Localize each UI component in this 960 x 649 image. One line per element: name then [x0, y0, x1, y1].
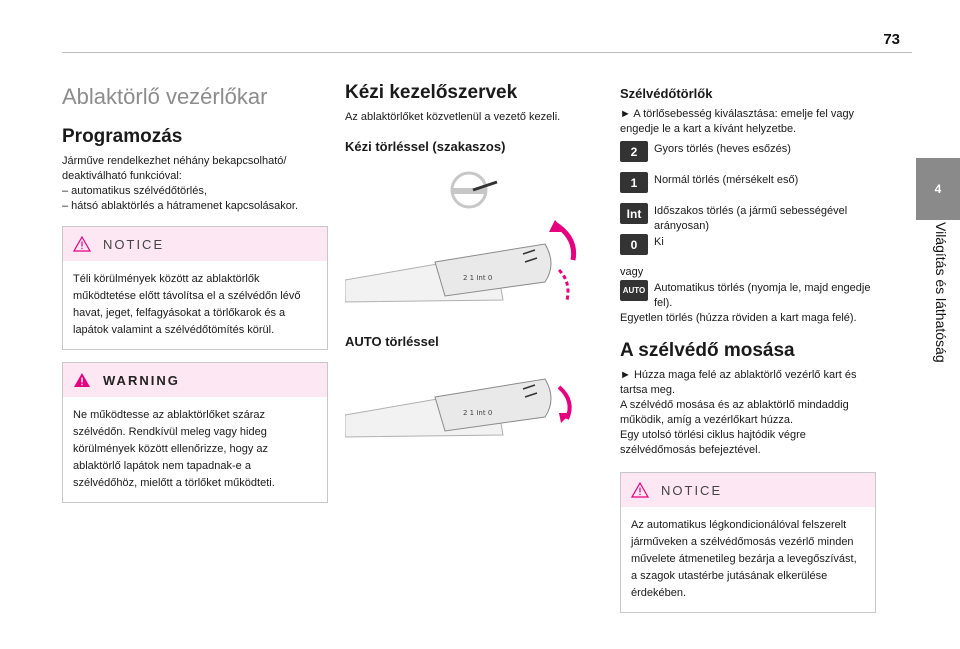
speed-1-text: Normál törlés (mérsékelt eső)	[654, 174, 799, 186]
column-2: Kézi kezelőszervek Az ablaktörlőket közv…	[345, 78, 585, 465]
wiper-stalk-illustration-manual: 2 1 Int 0	[345, 220, 577, 303]
notice-warning-triangle-icon	[73, 236, 91, 252]
speed-intro: ► A törlősebesség kiválasztása: emelje f…	[620, 108, 855, 135]
top-rule	[62, 52, 912, 53]
column-3: Szélvédőtörlők ► A törlősebesség kiválas…	[620, 78, 876, 613]
chapter-number: 4	[934, 182, 942, 196]
steering-wheel-icon	[450, 171, 498, 209]
auto-text: Automatikus törlés (nyomja le, majd enge…	[654, 282, 871, 309]
auto-option: AUTO Automatikus törlés (nyomja le, majd…	[620, 280, 876, 311]
auto-wipe-icon: AUTO	[620, 280, 648, 301]
washing-heading: A szélvédő mosása	[620, 340, 795, 361]
warning-label: WARNING	[103, 372, 180, 388]
chapter-label-text: Világítás és láthatóság	[933, 222, 949, 363]
page-title: Ablaktörlő vezérlőkar	[62, 84, 268, 109]
list-item: – hátsó ablaktörlés a hátramenet kapcsol…	[62, 200, 299, 212]
manual-controls-intro: Az ablaktörlőket közvetlenül a vezető ke…	[345, 111, 561, 123]
speed-int-text: Időszakos törlés (a jármű sebességével a…	[654, 205, 848, 232]
notice-box: NOTICE Téli körülmények között az ablakt…	[62, 226, 328, 350]
warning-box: WARNING Ne működtesse az ablaktörlőket s…	[62, 362, 328, 503]
speed-option-1: 1 Normál törlés (mérsékelt eső)	[620, 172, 876, 193]
notice-text: Téli körülmények között az ablaktörlők m…	[73, 273, 301, 336]
programming-list: – automatikus szélvédőtörlés, – hátsó ab…	[62, 184, 328, 214]
notice-text-2: Az automatikus légkondicionálóval felsze…	[631, 519, 857, 599]
warning-triangle-icon	[74, 373, 90, 387]
wiper-stalk-illustration-auto: 2 1 Int 0	[345, 378, 572, 438]
auto-wipe-heading: AUTO törléssel	[345, 334, 439, 349]
washing-text-3: Egy utolsó törlési ciklus hajtódik végre…	[620, 429, 806, 456]
notice-box-2: NOTICE Az automatikus légkondicionálóval…	[620, 472, 876, 613]
speed-2-text: Gyors törlés (heves esőzés)	[654, 143, 791, 155]
programming-intro: Járműve rendelkezhet néhány bekapcsolhat…	[62, 155, 287, 182]
svg-text:2 1 Int 0: 2 1 Int 0	[463, 409, 492, 417]
single-wipe-text: Egyetlen törlés (húzza röviden a kart ma…	[620, 312, 857, 324]
speed-2-icon: 2	[620, 141, 648, 162]
windscreen-wipers-heading: Szélvédőtörlők	[620, 86, 713, 101]
speed-option-int: Int Időszakos törlés (a jármű sebességév…	[620, 203, 876, 234]
speed-0-text: Ki	[654, 236, 664, 248]
warning-text: Ne működtesse az ablaktörlőket száraz sz…	[73, 409, 275, 489]
notice-label-2: NOTICE	[661, 482, 723, 498]
svg-text:2 1 Int 0: 2 1 Int 0	[463, 274, 492, 282]
warning-header: WARNING	[63, 363, 327, 397]
manual-wipe-heading: Kézi törléssel (szakaszos)	[345, 139, 506, 154]
speed-0-icon: 0	[620, 234, 648, 255]
list-item: – automatikus szélvédőtörlés,	[62, 185, 207, 197]
speed-option-2: 2 Gyors törlés (heves esőzés)	[620, 141, 876, 162]
speed-option-0: 0 Ki	[620, 234, 876, 255]
column-1: Ablaktörlő vezérlőkar Programozás Járműv…	[62, 78, 328, 503]
speed-int-icon: Int	[620, 203, 648, 224]
page-number: 73	[883, 31, 900, 48]
washing-text-2: A szélvédő mosása és az ablaktörlő minda…	[620, 399, 849, 426]
or-text: vagy	[620, 266, 644, 278]
chapter-tab[interactable]: 4	[916, 158, 960, 220]
chapter-label: Világítás és láthatóság	[928, 222, 954, 482]
washing-text-1: ► Húzza maga felé az ablaktörlő vezérlő …	[620, 369, 857, 396]
manual-controls-heading: Kézi kezelőszervek	[345, 82, 518, 103]
programming-heading: Programozás	[62, 126, 183, 147]
notice-header-2: NOTICE	[621, 473, 875, 507]
notice-header: NOTICE	[63, 227, 327, 261]
speed-1-icon: 1	[620, 172, 648, 193]
notice-warning-triangle-icon	[631, 482, 649, 498]
notice-label: NOTICE	[103, 236, 165, 252]
